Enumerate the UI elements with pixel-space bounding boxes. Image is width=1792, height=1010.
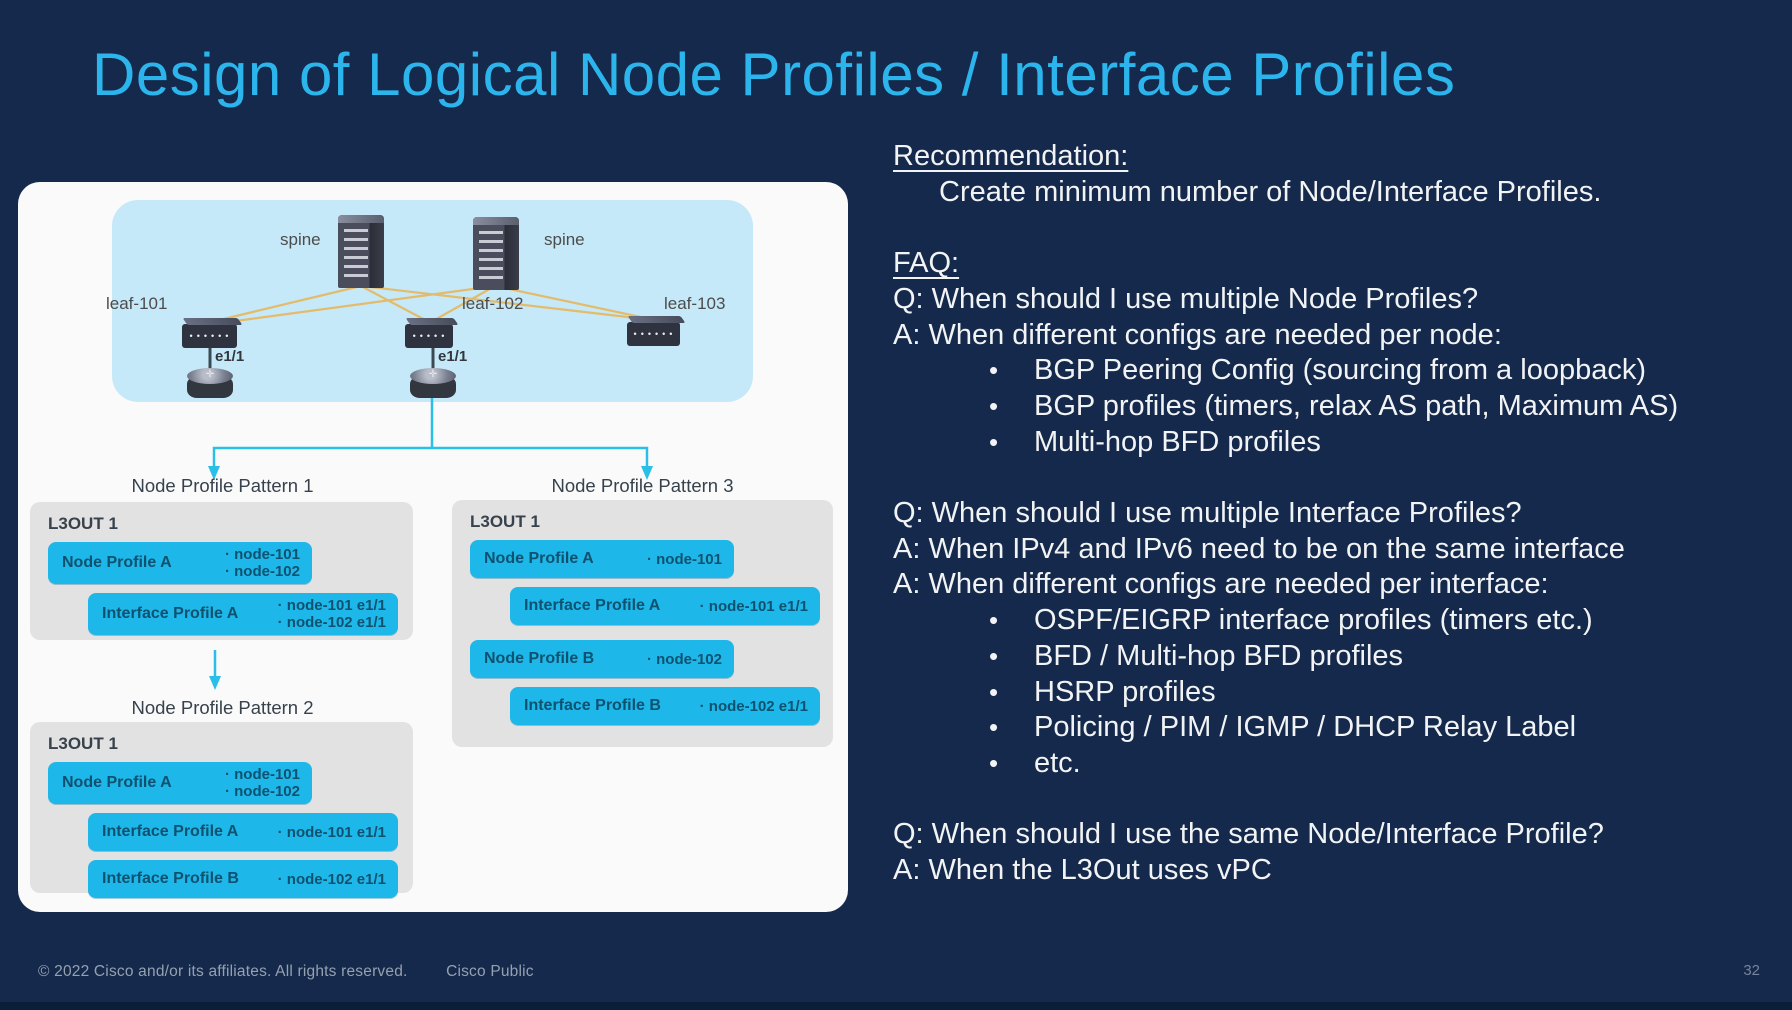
network-topology: spine spine •••••• ••••• •••••• leaf-101…	[106, 200, 753, 402]
profile-chip-label: Node Profile B	[484, 650, 595, 667]
member-node: node-101 e1/1	[278, 597, 386, 614]
spine-server-icon	[338, 215, 384, 288]
notes-line-11: A: When IPv4 and IPv6 need to be on the …	[893, 532, 1625, 565]
notes-line-16: Policing / PIM / IGMP / DHCP Relay Label	[893, 710, 1792, 746]
notes-line-19: Q: When should I use the same Node/Inter…	[893, 818, 1604, 851]
profile-chip-members: node-102	[647, 651, 722, 668]
leaf-switch-icon: •••••	[405, 324, 453, 348]
notes-spacer	[893, 460, 1792, 496]
profile-chip-label: Node Profile A	[484, 550, 594, 567]
profile-chip-members: node-102 e1/1	[278, 871, 386, 888]
notes-line-20: A: When the L3Out uses vPC	[893, 854, 1272, 887]
member-node: node-102 e1/1	[278, 614, 386, 631]
pattern-1-header: Node Profile Pattern 1	[131, 475, 314, 496]
leaf-label: leaf-101	[106, 294, 168, 313]
slide-edge	[0, 1002, 1792, 1010]
profile-chip-members: node-101 e1/1node-102 e1/1	[278, 597, 386, 631]
notes-line-17: etc.	[893, 746, 1792, 782]
member-node: node-101	[647, 551, 722, 568]
leaf-switch-icon: ••••••	[627, 322, 680, 346]
member-node: node-102 e1/1	[700, 698, 808, 715]
node-profile-chip: Node Profile A node-101node-102	[48, 542, 312, 584]
notes-line-1: Create minimum number of Node/Interface …	[939, 175, 1602, 208]
notes-spacer	[893, 210, 1792, 246]
router-icon: ✛	[187, 368, 233, 398]
switch-ports: ••••••	[633, 328, 677, 339]
classification-text: Cisco Public	[446, 963, 534, 980]
notes-line-13: OSPF/EIGRP interface profiles (timers et…	[893, 603, 1792, 639]
pattern-3-box: L3OUT 1 Node Profile A node-101Interface …	[452, 500, 833, 747]
profile-chip-label: Node Profile A	[62, 554, 172, 571]
interface-profile-chip: Interface Profile A node-101 e1/1	[510, 587, 820, 625]
switch-ports: ••••••	[189, 330, 233, 341]
profile-chip-members: node-101node-102	[225, 766, 300, 800]
member-node: node-101	[225, 546, 300, 563]
diagram-panel: spine spine •••••• ••••• •••••• leaf-101…	[18, 182, 848, 912]
node-profile-chip: Node Profile B node-102	[470, 640, 734, 678]
l3out-label: L3OUT 1	[48, 514, 118, 533]
profile-chip-label: Interface Profile B	[524, 697, 661, 714]
profile-chip-members: node-102 e1/1	[700, 698, 808, 715]
profile-chip-members: node-101	[647, 551, 722, 568]
notes-line-12: A: When different configs are needed per…	[893, 568, 1549, 601]
router-spokes: ✛	[428, 369, 438, 380]
pattern-2-box: L3OUT 1 Node Profile A node-101node-102In…	[30, 722, 413, 898]
interface-profile-chip: Interface Profile A node-101 e1/1node-102…	[88, 593, 398, 635]
interface-label: e1/1	[215, 348, 245, 365]
page-number: 32	[1743, 962, 1760, 979]
member-node: node-102	[225, 563, 300, 580]
profile-chip-label: Node Profile A	[62, 774, 172, 791]
member-node: node-102 e1/1	[278, 871, 386, 888]
page-title: Design of Logical Node Profiles / Interf…	[92, 41, 1456, 108]
router-icon: ✛	[410, 368, 456, 398]
notes-line-15: HSRP profiles	[893, 675, 1792, 711]
l3out-label: L3OUT 1	[470, 512, 540, 531]
interface-profile-chip: Interface Profile B node-102 e1/1	[510, 687, 820, 725]
profile-chip-label: Interface Profile B	[102, 870, 239, 887]
member-node: node-101 e1/1	[278, 824, 386, 841]
notes-column: Recommendation:Create minimum number of …	[893, 139, 1792, 889]
interface-label: e1/1	[438, 348, 468, 365]
notes-line-14: BFD / Multi-hop BFD profiles	[893, 639, 1792, 675]
notes-line-4: Q: When should I use multiple Node Profi…	[893, 282, 1479, 315]
profile-chip-label: Interface Profile A	[102, 823, 239, 840]
leaf-label: leaf-103	[664, 294, 726, 313]
notes-line-6: BGP Peering Config (sourcing from a loop…	[893, 353, 1792, 389]
notes-line-10: Q: When should I use multiple Interface …	[893, 497, 1522, 530]
pattern-1-box: L3OUT 1 Node Profile A node-101node-102In…	[30, 502, 413, 640]
leaf-label: leaf-102	[462, 294, 524, 313]
switch-ports: •••••	[412, 330, 449, 341]
fabric-links	[208, 284, 656, 374]
profile-chip-label: Interface Profile A	[102, 605, 239, 622]
spine-label: spine	[280, 230, 321, 249]
pattern-2-header: Node Profile Pattern 2	[131, 697, 314, 718]
member-node: node-102	[225, 783, 300, 800]
interface-profile-chip: Interface Profile A node-101 e1/1	[88, 813, 398, 851]
notes-line-5: A: When different configs are needed per…	[893, 318, 1502, 351]
member-node: node-101	[225, 766, 300, 783]
member-node: node-101 e1/1	[700, 598, 808, 615]
node-profile-chip: Node Profile A node-101node-102	[48, 762, 312, 804]
interface-profile-chip: Interface Profile B node-102 e1/1	[88, 860, 398, 898]
spine-server-icon	[473, 217, 519, 290]
leaf-switch-icon: ••••••	[182, 324, 237, 348]
notes-spacer	[893, 782, 1792, 818]
node-profile-chip: Node Profile A node-101	[470, 540, 734, 578]
footer: © 2022 Cisco and/or its affiliates. All …	[38, 963, 534, 981]
router-spokes: ✛	[205, 369, 215, 380]
profile-chip-members: node-101 e1/1	[700, 598, 808, 615]
notes-line-3: FAQ:	[893, 247, 960, 280]
notes-line-0: Recommendation:	[893, 140, 1129, 172]
member-node: node-102	[647, 651, 722, 668]
profile-chip-members: node-101 e1/1	[278, 824, 386, 841]
spine-label: spine	[544, 230, 585, 249]
profile-chip-members: node-101node-102	[225, 546, 300, 580]
notes-line-8: Multi-hop BFD profiles	[893, 425, 1792, 461]
pattern-connector	[208, 398, 653, 690]
profile-chip-label: Interface Profile A	[524, 597, 661, 614]
pattern-3-header: Node Profile Pattern 3	[551, 475, 734, 496]
l3out-label: L3OUT 1	[48, 734, 118, 753]
copyright-text: © 2022 Cisco and/or its affiliates. All …	[38, 963, 408, 980]
notes-line-7: BGP profiles (timers, relax AS path, Max…	[893, 389, 1792, 425]
